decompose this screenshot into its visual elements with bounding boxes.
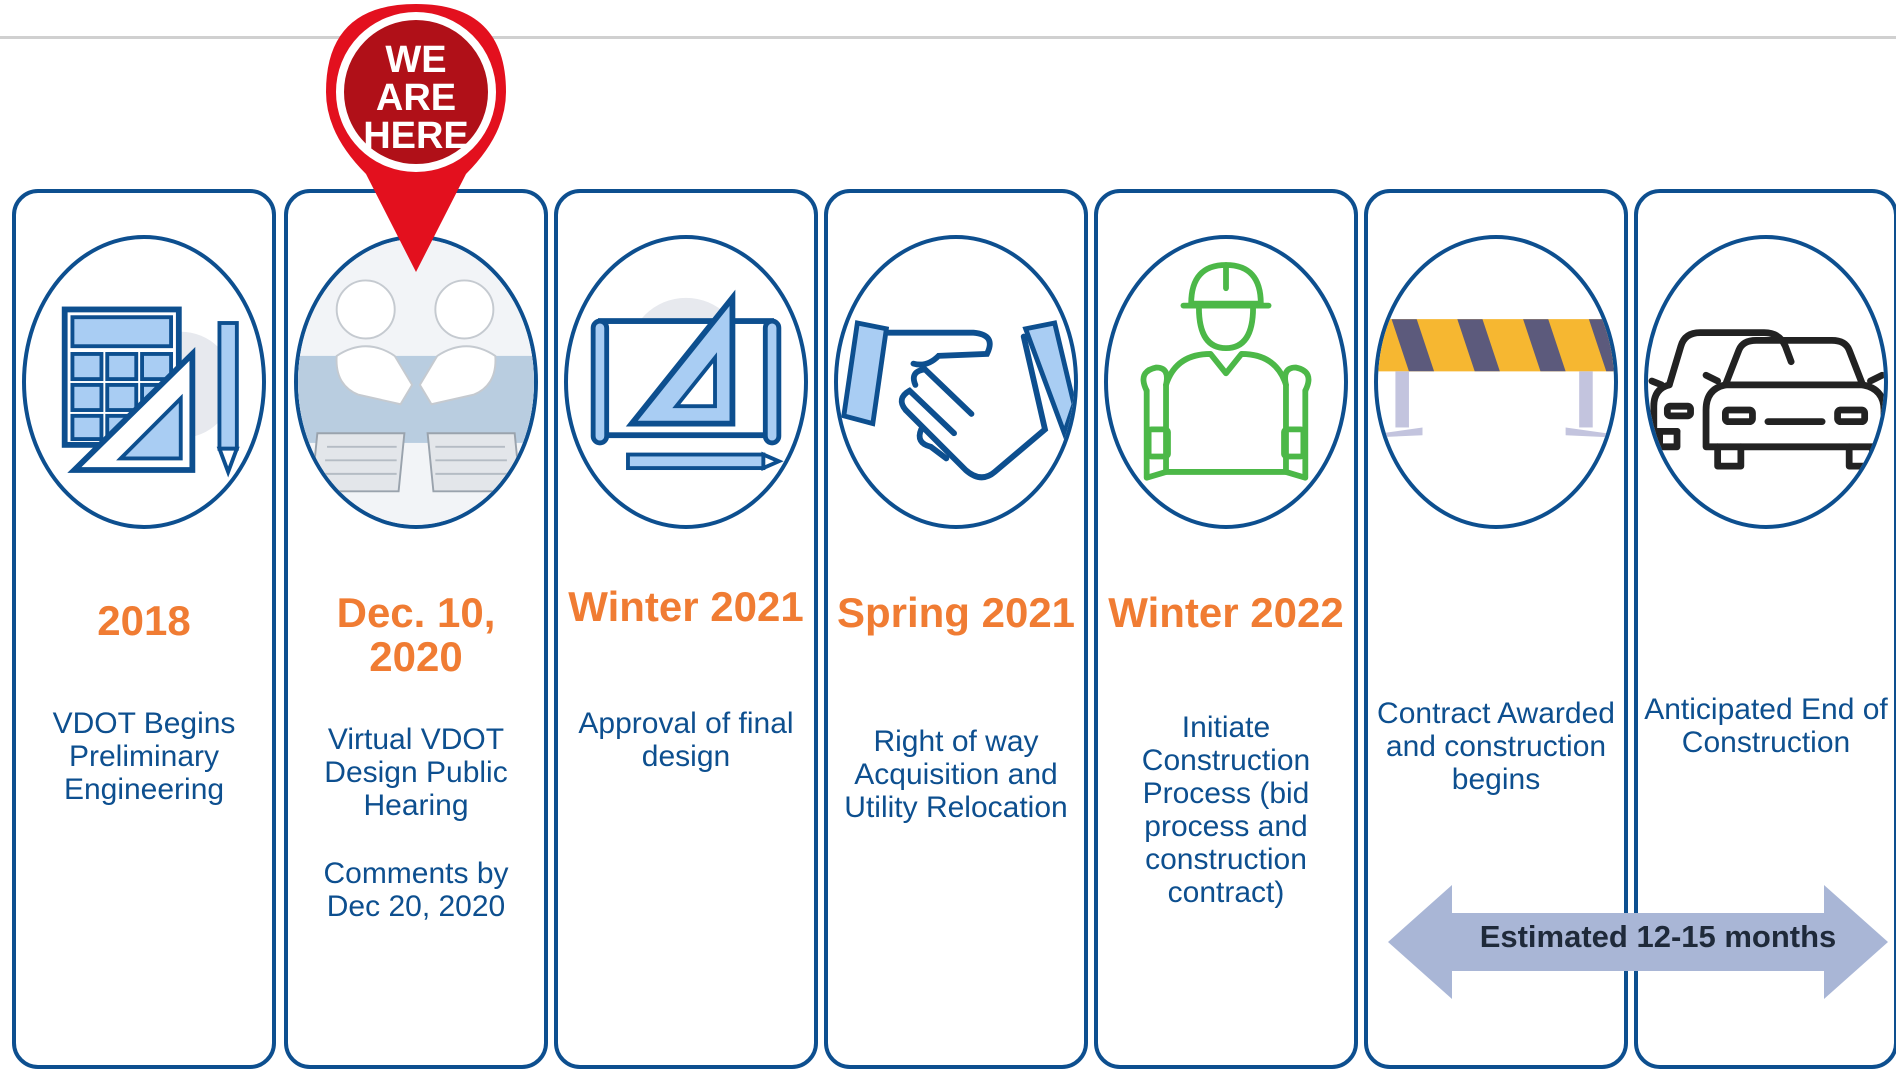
milestone-card-2018: 2018 VDOT Begins Preliminary Engineering — [12, 189, 276, 1069]
duration-label: Estimated 12-15 months — [1479, 919, 1837, 954]
milestone-description: Initiate Construction Process (bid proce… — [1141, 711, 1311, 909]
milestone-date: 2018 — [97, 597, 191, 644]
road-barrier-icon — [1374, 235, 1618, 529]
milestone-card-dec-2020: Dec. 10, 2020 Virtual VDOT Design Public… — [284, 189, 548, 1069]
milestone-description: VDOT Begins Preliminary Engineering — [52, 707, 236, 806]
engineering-tools-icon — [22, 235, 266, 529]
handshake-laptops-icon — [294, 235, 538, 529]
handshake-icon — [834, 235, 1078, 529]
milestone-description: Right of way Acquisition and Utility Rel… — [844, 725, 1068, 824]
milestone-description: Approval of final design — [578, 707, 794, 773]
blueprint-triangle-icon — [564, 235, 808, 529]
milestone-description: Virtual VDOT Design Public Hearing — [324, 723, 508, 822]
marker-line-1: WE — [385, 39, 446, 81]
duration-double-arrow — [1388, 885, 1888, 999]
construction-worker-icon — [1104, 235, 1348, 529]
milestone-date: Spring 2021 — [836, 589, 1076, 636]
milestone-card-winter-2022: Winter 2022 Initiate Construction Proces… — [1094, 189, 1358, 1069]
milestone-description: Anticipated End of Construction — [1644, 693, 1888, 759]
milestone-date: Winter 2022 — [1108, 589, 1344, 636]
milestone-card-spring-2021: Spring 2021 Right of way Acquisition and… — [824, 189, 1088, 1069]
cars-icon — [1644, 235, 1888, 529]
milestone-date: Dec. 10, 2020 — [336, 589, 496, 680]
marker-line-2: ARE — [376, 77, 456, 119]
we-are-here-marker: WE ARE HERE — [326, 4, 506, 272]
milestone-description: Contract Awarded and construction begins — [1377, 697, 1615, 796]
milestone-note: Comments by Dec 20, 2020 — [323, 857, 509, 923]
top-divider — [0, 36, 1896, 39]
milestone-card-winter-2021: Winter 2021 Approval of final design — [554, 189, 818, 1069]
marker-line-3: HERE — [363, 115, 469, 157]
milestone-date: Winter 2021 — [568, 583, 804, 630]
